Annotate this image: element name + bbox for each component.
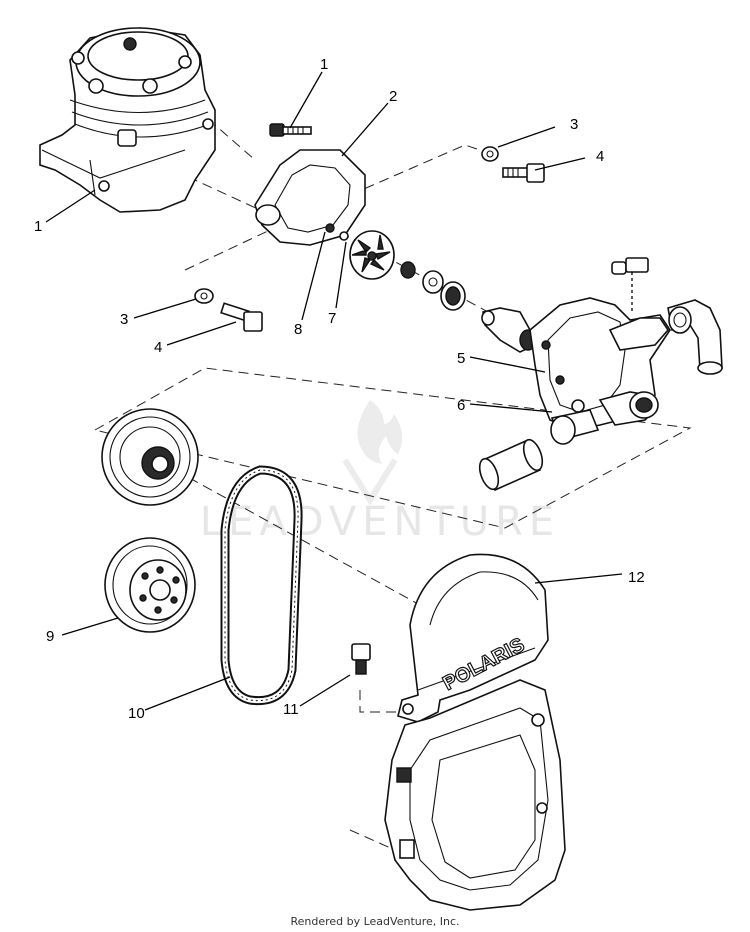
callout-8: 8 xyxy=(294,321,302,338)
footer-credit: Rendered by LeadVenture, Inc. xyxy=(290,915,460,928)
bolt-part-4-bottom xyxy=(220,302,263,332)
watermark-v-icon xyxy=(342,458,398,506)
bolt-part-1 xyxy=(269,123,312,137)
callout-7: 7 xyxy=(328,310,336,327)
hose-sleeve xyxy=(478,438,544,492)
callout-4-top: 4 xyxy=(596,148,604,165)
water-pump-gasket-plate xyxy=(254,149,366,246)
chain-case-frame xyxy=(384,679,566,911)
callout-9: 9 xyxy=(46,628,54,645)
callout-5: 5 xyxy=(457,350,465,367)
callout-6: 6 xyxy=(457,397,465,414)
bolt-part-11 xyxy=(351,643,371,675)
callout-4-bottom: 4 xyxy=(154,339,162,356)
watermark-flame-icon xyxy=(357,400,403,464)
water-pump-housing xyxy=(529,297,671,445)
drive-pulley-part-9 xyxy=(104,537,196,633)
callout-3-bottom: 3 xyxy=(120,311,128,328)
leader-lines xyxy=(45,71,623,711)
impeller-part-7 xyxy=(339,230,395,280)
elbow-hose-fitting xyxy=(667,299,723,375)
callout-1-top: 1 xyxy=(320,56,328,73)
callout-12: 12 xyxy=(628,569,645,586)
callout-2: 2 xyxy=(389,88,397,105)
bleed-fitting xyxy=(611,257,649,312)
washer-part-3-top xyxy=(481,146,499,162)
drive-pulley-upper xyxy=(101,408,199,506)
seal-washers xyxy=(400,261,466,311)
callout-10: 10 xyxy=(128,705,145,722)
callout-labels: 1 1 2 3 4 3 4 5 6 7 8 9 10 11 12 xyxy=(34,56,645,722)
drive-belt-part-10 xyxy=(220,465,303,706)
callout-11: 11 xyxy=(283,701,299,718)
watermark: LEADVENTURE xyxy=(200,400,560,545)
watermark-text: LEADVENTURE xyxy=(200,499,560,545)
engine-cylinder xyxy=(39,27,216,213)
callout-3-top: 3 xyxy=(570,116,578,133)
washer-part-3-bottom xyxy=(194,288,214,304)
bolt-part-4-top xyxy=(502,163,545,183)
callout-1-left: 1 xyxy=(34,218,42,235)
pump-shaft xyxy=(481,307,537,353)
